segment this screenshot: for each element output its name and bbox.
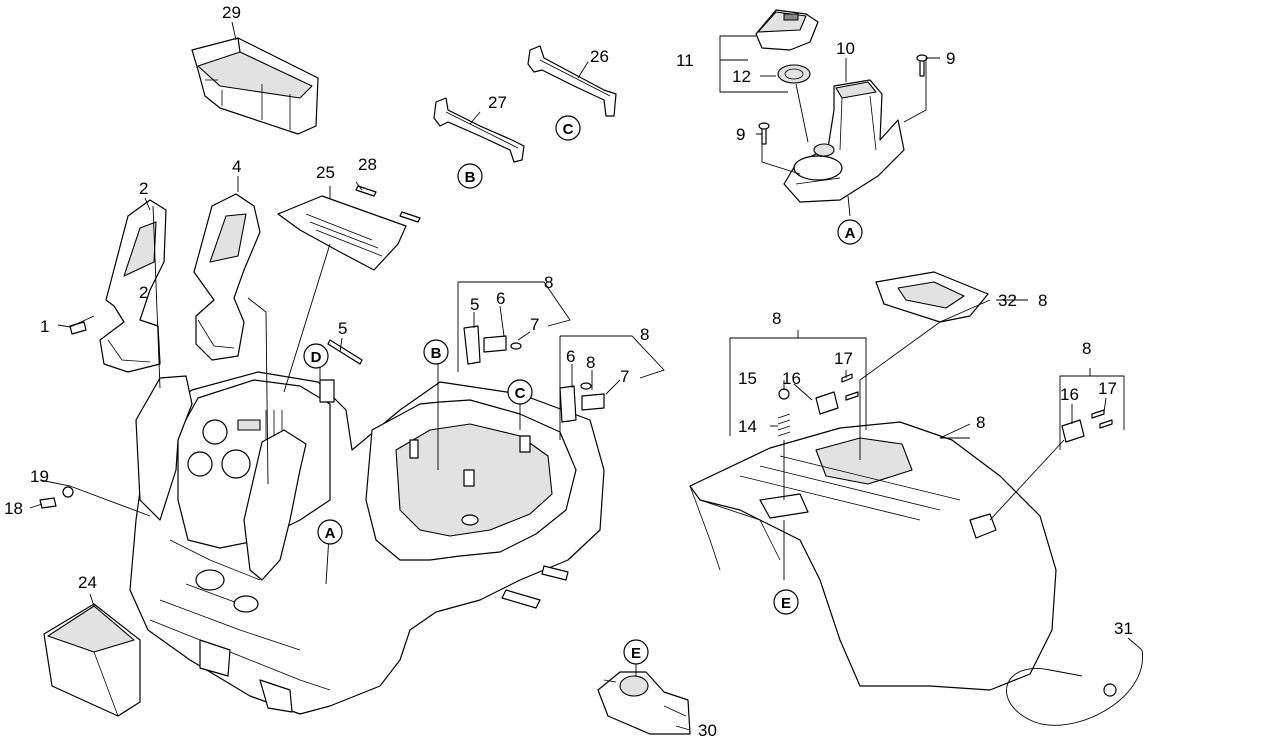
label-8-b: 8 [640, 325, 649, 344]
label-16-b: 16 [1060, 385, 1079, 404]
label-27: 27 [488, 93, 507, 112]
part-30-valve [597, 671, 691, 735]
svg-text:C: C [563, 121, 574, 138]
label-25: 25 [316, 163, 335, 182]
label-32: 32 [998, 291, 1017, 310]
part-chassis [129, 371, 605, 715]
reference-markers: A A B B C C D E [303, 115, 863, 665]
label-5-b: 6 [566, 347, 575, 366]
part-27-bracket [433, 97, 525, 163]
part-29-tray [191, 37, 319, 135]
label-9-left: 9 [736, 125, 745, 144]
label-29: 29 [222, 3, 241, 22]
label-16-a: 16 [782, 369, 801, 388]
label-8-e: 8 [1082, 339, 1091, 358]
part-11-cap [755, 9, 819, 51]
label-7-a: 7 [530, 315, 539, 334]
ref-marker-E-hood: E [773, 589, 799, 615]
part-31-cable [1006, 649, 1143, 726]
part-32-gasket [875, 271, 989, 323]
ref-marker-B-chassis: B [423, 339, 449, 365]
label-4: 5 [338, 319, 347, 338]
part-26-bracket [527, 45, 617, 117]
svg-text:A: A [845, 225, 856, 242]
svg-text:B: B [465, 169, 476, 186]
svg-text:B: B [431, 345, 442, 362]
label-31: 31 [1114, 619, 1133, 638]
label-15: 15 [738, 369, 757, 388]
ref-marker-D: D [303, 343, 329, 369]
leader-lines [29, 21, 1143, 731]
svg-text:D: D [311, 349, 322, 366]
label-17-b: 17 [1098, 379, 1117, 398]
svg-text:E: E [631, 645, 641, 662]
label-17-a: 17 [834, 349, 853, 368]
label-1: 1 [40, 317, 49, 336]
part-3-handle [193, 193, 261, 361]
label-8-d: 8 [1038, 291, 1047, 310]
label-6-a: 6 [496, 289, 505, 308]
ref-marker-B-top: B [457, 163, 483, 189]
ref-marker-C-top: C [555, 115, 581, 141]
label-7-b: 8 [586, 353, 595, 372]
label-2-lower: 2 [139, 283, 148, 302]
label-9-right: 9 [946, 49, 955, 68]
label-14: 14 [738, 417, 757, 436]
label-18: 18 [4, 499, 23, 518]
part-10-housing [783, 79, 905, 203]
label-8-a: 8 [544, 273, 553, 292]
part-12-seal [777, 64, 811, 84]
label-30: 30 [698, 721, 717, 740]
label-10: 10 [836, 39, 855, 58]
label-8-c: 8 [772, 309, 781, 328]
part-9-screw [758, 54, 928, 145]
part-spring-hardware [777, 373, 1113, 443]
label-2-upper: 2 [139, 179, 148, 198]
label-11: 11 [676, 51, 694, 70]
svg-text:E: E [781, 595, 791, 612]
part-2-handle [99, 199, 167, 373]
ref-marker-A-chassis: A [317, 519, 343, 545]
ref-marker-C-chassis: C [507, 379, 533, 405]
label-6-b: 7 [620, 367, 629, 386]
svg-text:A: A [325, 525, 336, 542]
label-8-f: 8 [976, 413, 985, 432]
part-25-cover [277, 195, 407, 271]
label-26: 26 [590, 47, 609, 66]
label-19: 19 [30, 467, 49, 486]
label-24: 24 [78, 573, 97, 592]
ref-marker-E-valve: E [623, 639, 649, 665]
part-hardware [39, 321, 605, 509]
part-hood [689, 421, 1057, 691]
label-3: 4 [232, 157, 241, 176]
ref-marker-A-top: A [837, 219, 863, 245]
svg-text:C: C [515, 385, 526, 402]
part-number-labels: 29 27 26 11 12 10 9 9 2 4 25 28 2 1 5 8 … [4, 3, 1133, 740]
part-24-bin [43, 603, 141, 717]
label-28: 28 [358, 155, 377, 174]
label-5-a: 5 [470, 295, 479, 314]
label-12: 12 [732, 67, 751, 86]
